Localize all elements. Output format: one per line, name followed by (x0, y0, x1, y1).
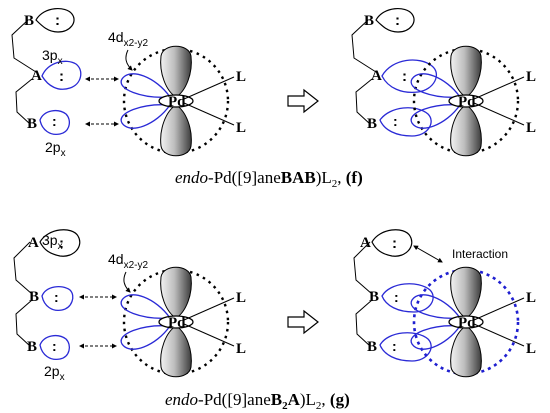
svg-text:L: L (236, 341, 246, 357)
svg-text:A: A (31, 68, 42, 84)
cage-bonds-g-left (13, 241, 33, 347)
svg-text:Pd: Pd (168, 315, 186, 331)
lone-pair-icon: : (52, 338, 57, 354)
atom-a-middle-f: A : 3px (31, 47, 82, 90)
panel-g: 3px A : B : B : 2px 4dx2-y2 Pd L L (13, 229, 536, 412)
lone-pair-icon: : (59, 235, 64, 252)
svg-text:B: B (27, 339, 37, 355)
hollow-right-arrow-icon (287, 89, 319, 113)
svg-text:Pd: Pd (458, 315, 476, 331)
d-orbital-label: 4dx2-y2 (108, 29, 148, 49)
svg-text:B: B (367, 116, 377, 132)
svg-text:B: B (367, 339, 377, 355)
svg-text:B: B (24, 13, 34, 29)
svg-text:L: L (526, 120, 536, 136)
metal-center-f-result: Pd (410, 45, 525, 157)
svg-text:2px: 2px (44, 363, 65, 383)
svg-text:A: A (371, 68, 382, 84)
lone-pair-icon: : (393, 113, 398, 129)
svg-text:L: L (236, 290, 246, 306)
lone-pair-icon: : (59, 68, 64, 85)
lone-pair-icon: : (395, 12, 400, 29)
svg-text:B: B (29, 289, 39, 305)
svg-text:A: A (360, 235, 371, 251)
lone-pair-icon: : (392, 235, 397, 252)
svg-text:L: L (526, 290, 536, 306)
svg-text:A: A (28, 235, 39, 251)
svg-text:3px: 3px (42, 232, 63, 252)
svg-text:3px: 3px (42, 47, 63, 67)
svg-text:L: L (526, 341, 536, 357)
svg-text:B: B (27, 116, 37, 132)
svg-text:Pd: Pd (168, 94, 186, 110)
svg-text:L: L (236, 120, 246, 136)
interaction-label: Interaction (452, 247, 508, 261)
d-orbital-label: 4dx2-y2 (108, 251, 148, 271)
lone-pair-icon: : (394, 289, 399, 305)
panel-f: B : A : 3px B : 2px 4dx2-y2 (11, 8, 536, 190)
lone-pair-icon: : (402, 68, 407, 85)
caption-g: endo-Pd([9]aneB2A)L2, (g) (165, 390, 350, 412)
caption-f: endo-Pd([9]aneBAB)L2, (f) (175, 168, 363, 190)
svg-text:B: B (364, 13, 374, 29)
boron-bottom-f: B : 2px (27, 109, 71, 159)
lone-pair-icon: : (52, 113, 57, 129)
cage-bonds-f-left (11, 19, 37, 125)
lone-pair-icon: : (55, 12, 60, 29)
metal-center-g-result: Pd (410, 266, 525, 378)
svg-text:L: L (526, 69, 536, 85)
hollow-right-arrow-icon (287, 310, 319, 334)
metal-center-f: Pd (120, 45, 235, 157)
svg-text:2px: 2px (45, 139, 66, 159)
svg-text:Pd: Pd (458, 94, 476, 110)
svg-text:B: B (369, 289, 379, 305)
svg-text:L: L (236, 69, 246, 85)
curved-arrow-icon (125, 49, 133, 71)
lone-pair-icon: : (392, 338, 397, 354)
panel-f-result (351, 19, 377, 125)
curved-arrow-icon (123, 271, 131, 293)
interaction-arrow-icon (413, 245, 443, 263)
cage-bonds-g-right (353, 241, 373, 347)
lone-pair-icon: : (54, 289, 59, 305)
boron-top-f: B : (24, 8, 75, 33)
metal-center-g: Pd (120, 266, 235, 378)
